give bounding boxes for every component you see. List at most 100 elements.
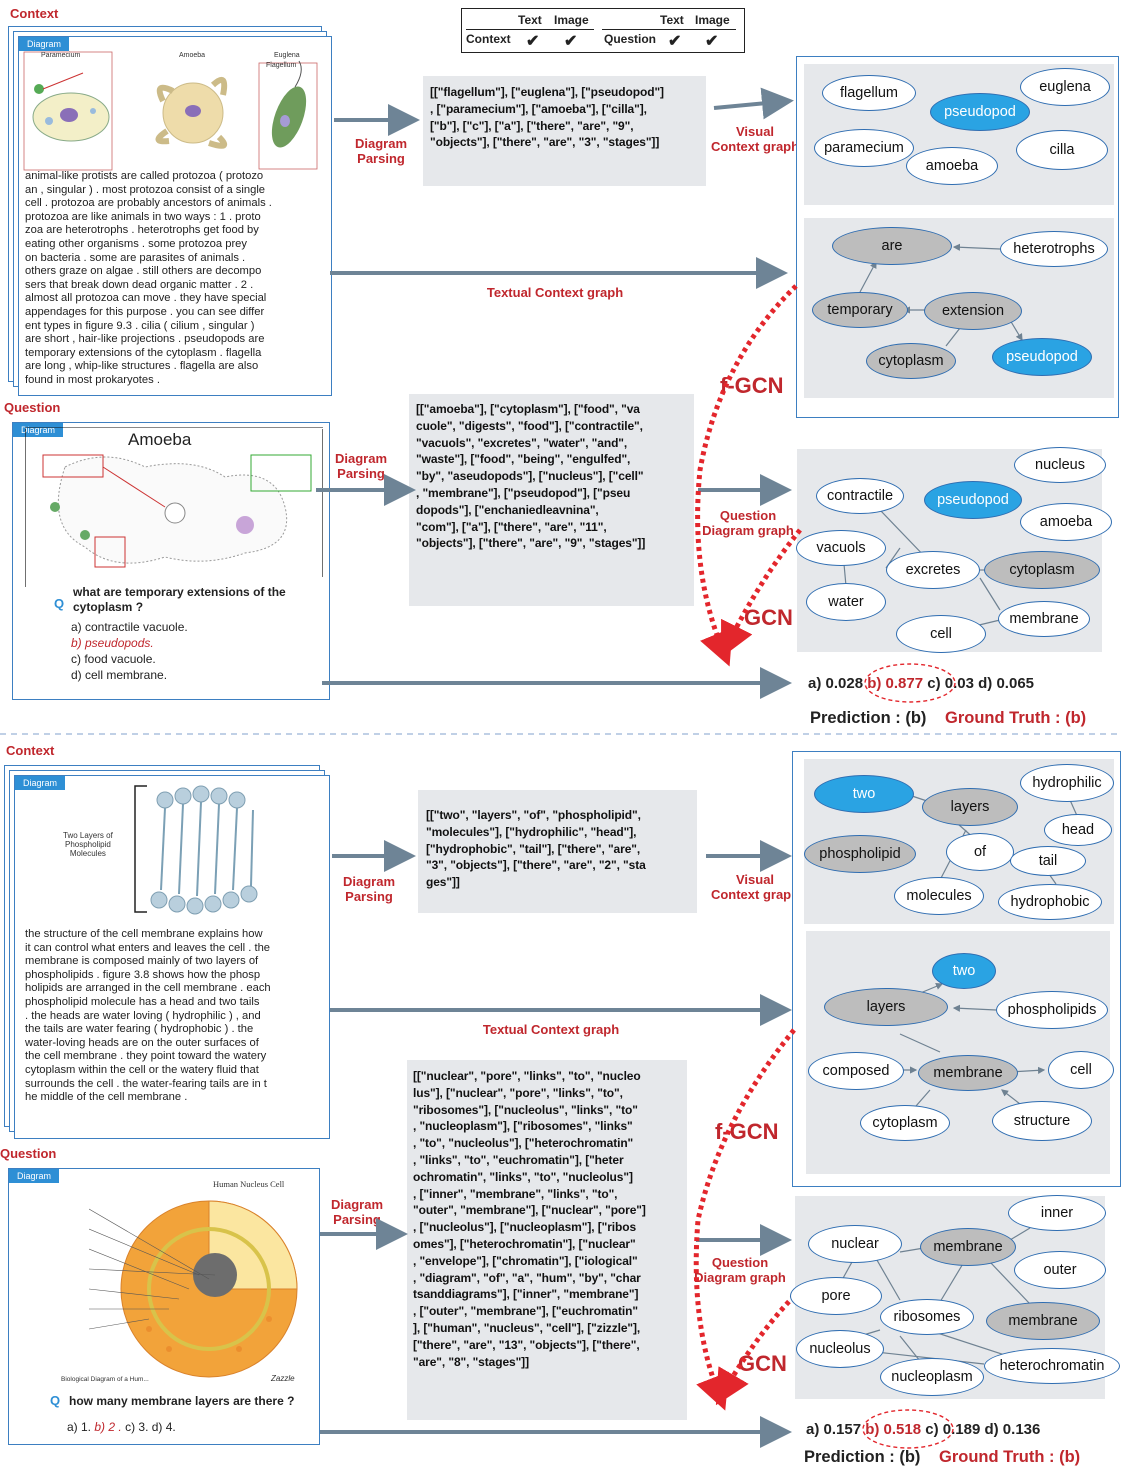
legend-col-image-1: Image <box>554 13 589 27</box>
legend-check-3: ✔ <box>668 33 682 50</box>
legend-table: Text Image Text Image Context ✔ ✔ Questi… <box>461 8 745 53</box>
option-a-1: a) contractile vacuole. <box>71 620 188 634</box>
node-phospholipids: phospholipids <box>996 991 1108 1029</box>
node-amoeba-q: amoeba <box>1020 503 1112 541</box>
question-card-2: Diagram Human Nucleus Cell Biological Di… <box>8 1168 320 1445</box>
node-outer: outer <box>1014 1251 1106 1289</box>
diagram-tag: Diagram <box>9 1169 60 1183</box>
answer-scores-1: a) 0.028 b) 0.877 c) 0.03 d) 0.065 <box>808 675 1034 692</box>
option-a-2: a) 1. <box>67 1420 92 1434</box>
option-b-2: b) 2 . <box>94 1420 122 1434</box>
question-text-2: how many membrane layers are there ? <box>69 1394 295 1408</box>
question-label-2: Question <box>0 1146 57 1161</box>
node-cytoplasm-q: cytoplasm <box>984 551 1100 589</box>
nucleus-diagram-footer: Biological Diagram of a Hum... <box>61 1376 149 1383</box>
option-c-1: c) food vacuole. <box>71 652 156 666</box>
phospholipid-caption: Two Layers of Phospholipid Molecules <box>63 831 113 858</box>
context-paragraph: animal-like protists are called protozoa… <box>25 170 272 386</box>
context-token-list: [["flagellum"], ["euglena"], ["pseudopod… <box>423 76 706 186</box>
score-c-1: c) 0.03 <box>927 675 974 692</box>
node-two: two <box>814 775 914 813</box>
node-nuclear: nuclear <box>808 1225 902 1263</box>
node-head: head <box>1044 814 1112 846</box>
amoeba-diagram-title: Amoeba <box>128 430 192 449</box>
question-tokens-text-1: [["amoeba"], ["cytoplasm"], ["food", "va… <box>416 402 646 551</box>
node-membrane-q1: membrane <box>920 1228 1016 1266</box>
diagram-word-amoeba: Amoeba <box>179 52 206 59</box>
question-token-list-2: [["nuclear", "pore", "links", "to", "nuc… <box>407 1060 687 1420</box>
node-pseudopod-q: pseudopod <box>924 481 1022 519</box>
context-paragraph-2: the structure of the cell membrane expla… <box>25 928 271 1104</box>
amoeba-diagram-image <box>25 427 323 587</box>
node-cytoplasm-text: cytoplasm <box>860 1105 950 1141</box>
legend-col-text-1: Text <box>518 13 542 27</box>
visual-context-graph-label-1: Visual Context graph <box>710 124 800 154</box>
prediction-line-2: Prediction : (b) Ground Truth : (b) <box>804 1448 1080 1467</box>
score-b-1: b) 0.877 <box>867 675 924 692</box>
score-a-1: a) 0.028 <box>808 675 864 692</box>
legend-check-1: ✔ <box>526 33 540 50</box>
legend-rule-2 <box>602 29 736 30</box>
node-pore: pore <box>790 1277 882 1315</box>
question-diagram-graph-label-1: Question Diagram graph <box>702 508 794 538</box>
options-line-2: a) 1. b) 2 . c) 3. d) 4. <box>67 1420 176 1434</box>
node-membrane-text: membrane <box>918 1055 1018 1091</box>
diagram-parsing-label-4: Diagram Parsing <box>330 1197 384 1227</box>
node-nucleolus: nucleolus <box>796 1330 884 1368</box>
score-d-1: d) 0.065 <box>978 675 1035 692</box>
context-card-2: Diagram Two Layers of Phospholipid Molec… <box>14 775 330 1139</box>
diagram-word-euglena: Euglena <box>274 52 300 59</box>
option-b-1: b) pseudopods. <box>71 636 154 650</box>
option-d-2: d) 4. <box>151 1420 176 1434</box>
diagram-parsing-label-3: Diagram Parsing <box>342 874 396 904</box>
node-are: are <box>832 227 952 265</box>
node-pseudopod-text: pseudopod <box>992 338 1092 376</box>
node-layers: layers <box>922 788 1018 826</box>
legend-col-text-2: Text <box>660 13 684 27</box>
diagram-parsing-label-1: Diagram Parsing <box>354 136 408 166</box>
node-ribosomes: ribosomes <box>880 1299 974 1335</box>
node-two-text: two <box>932 953 996 989</box>
context-card-1: Diagram Paramecium Amoeba Euglena Flagel… <box>18 36 332 396</box>
protist-diagram-image <box>23 51 318 171</box>
node-contractile: contractile <box>816 478 904 514</box>
node-flagellum: flagellum <box>822 75 916 111</box>
ground-truth-2: Ground Truth : (b) <box>939 1448 1081 1466</box>
node-extension: extension <box>924 292 1022 330</box>
node-inner: inner <box>1008 1195 1106 1231</box>
context-token-list-2: [["two", "layers", "of", "phospholipid",… <box>418 790 697 913</box>
question-q-mark-2: Q <box>50 1393 61 1408</box>
prediction-2: Prediction : (b) <box>804 1448 921 1466</box>
node-phospholipid: phospholipid <box>804 835 916 873</box>
nucleus-diagram-image <box>89 1200 298 1378</box>
diagram-tag: Diagram <box>15 776 66 790</box>
node-hydrophilic: hydrophilic <box>1020 764 1114 802</box>
textual-context-graph-label-1: Textual Context graph <box>486 285 624 300</box>
node-structure: structure <box>992 1101 1092 1141</box>
node-heterochromatin: heterochromatin <box>984 1348 1120 1384</box>
big-gray-arrows <box>316 87 794 1448</box>
context-tokens-text-2: [["two", "layers", "of", "phospholipid",… <box>426 808 646 890</box>
question-label-1: Question <box>4 400 61 415</box>
correct-score-highlight-2 <box>862 1409 954 1449</box>
node-of: of <box>946 833 1014 871</box>
node-temporary: temporary <box>812 292 908 328</box>
node-water: water <box>806 583 886 621</box>
red-gcn-curves <box>693 284 802 1411</box>
node-tail: tail <box>1010 846 1086 876</box>
diagram-word-flagellum: Flagellum <box>266 62 297 69</box>
textual-context-graph-label-2: Textual Context graph <box>482 1022 620 1037</box>
node-pseudopod: pseudopod <box>930 93 1030 131</box>
visual-context-graph-label-2: Visual Context graph <box>710 872 800 902</box>
phospholipid-diagram-image <box>134 785 258 915</box>
legend-rule <box>466 29 594 30</box>
legend-check-4: ✔ <box>705 33 719 50</box>
node-composed: composed <box>808 1052 904 1090</box>
score-a-2: a) 0.157 <box>806 1421 862 1438</box>
nucleus-diagram-brand: Zazzle <box>271 1374 295 1383</box>
node-nucleoplasm: nucleoplasm <box>880 1358 984 1396</box>
node-cell: cell <box>896 615 986 653</box>
node-paramecium: paramecium <box>814 129 914 167</box>
score-b-2: b) 0.518 <box>865 1421 922 1438</box>
